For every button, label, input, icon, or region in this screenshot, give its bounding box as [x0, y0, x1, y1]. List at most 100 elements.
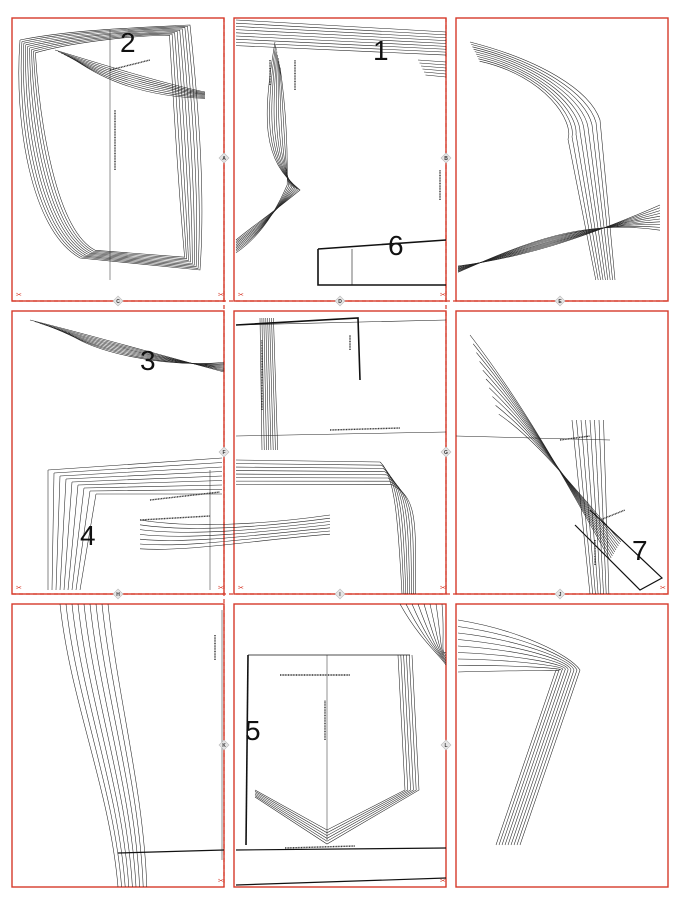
piece-1-line-2	[235, 26, 447, 244]
construction-note-9	[599, 509, 626, 521]
piece-4-line-0	[47, 457, 223, 590]
alignment-mark-label: C	[116, 299, 120, 305]
diamond-icon	[440, 152, 452, 164]
construction-note-0	[109, 59, 151, 71]
piece-4-line-3	[59, 471, 223, 591]
piece-5-line-3	[254, 654, 414, 839]
bottom-hem-left	[117, 849, 225, 854]
piece-2-inner-4	[66, 55, 206, 96]
piece-1-line-0	[235, 19, 447, 241]
diamond-icon	[334, 588, 346, 600]
piece-3-line-0	[29, 319, 225, 373]
alignment-mark-label: L	[444, 743, 447, 749]
piece-4-line-2	[55, 466, 223, 591]
grain-lines	[109, 30, 611, 860]
piece-1-corner-4	[423, 71, 447, 75]
scissors-icon: ✂	[238, 585, 244, 592]
scissors-icon: ✂	[218, 585, 224, 592]
piece-r3c2-top-7	[441, 603, 447, 653]
construction-note-15	[559, 435, 591, 441]
piece-r2c2-line-2	[235, 317, 407, 595]
piece-number-5: 5	[245, 715, 261, 746]
piece-1-corner-5	[425, 74, 447, 78]
alignment-mark-label: J	[559, 592, 562, 598]
piece-1-corner-2	[420, 65, 447, 69]
piece-4-line-6	[71, 484, 223, 591]
piece-2-line-6	[31, 32, 189, 261]
piece-r1c3-line-7	[478, 58, 599, 281]
piece-r1c3-bottom-8	[457, 226, 661, 272]
piece-7-line-2	[476, 352, 613, 557]
alignment-mark-B: B	[440, 152, 452, 164]
scissors-icon: ✂	[218, 878, 224, 885]
alignment-mark-A: A	[218, 152, 230, 164]
alignment-marks: A B C D E F G H I J K L	[112, 152, 566, 751]
piece-5-line-0	[254, 654, 406, 831]
piece-2-inner-3	[63, 54, 206, 95]
piece-r2c3-vert-6	[598, 419, 607, 595]
piece-r3c2-top-5	[429, 603, 447, 657]
piece-2-line-5	[29, 31, 191, 263]
piece-r2c3-vert-5	[594, 419, 604, 595]
piece-r2c2-line-4	[235, 317, 410, 595]
page-frame-r1c3	[455, 17, 669, 302]
piece-4-inner-3	[139, 524, 331, 537]
alignment-mark-L: L	[440, 739, 452, 751]
piece-r3c3-line-4	[457, 645, 569, 846]
piece-r3c3-line-1	[457, 626, 578, 846]
piece-r3c1-line-4	[83, 603, 133, 888]
piece-r1c3-line-6	[477, 56, 601, 281]
piece-r2c2-line-3	[235, 317, 409, 595]
piece-r2c2-line-1	[235, 317, 405, 595]
piece-r3c1-line-8	[107, 603, 148, 888]
piece-5-line-4	[254, 654, 417, 842]
scissors-icon: ✂	[218, 292, 224, 299]
piece-3-line-4	[49, 326, 225, 368]
alignment-mark-D: D	[334, 295, 346, 307]
diamond-icon	[440, 739, 452, 751]
alignment-mark-I: I	[334, 588, 346, 600]
page-frame-r3c2	[233, 603, 447, 888]
alignment-mark-label: A	[222, 156, 226, 162]
piece-number-7: 7	[632, 535, 648, 566]
piece-r3c3-line-0	[457, 619, 581, 846]
alignment-mark-G: G	[440, 446, 452, 458]
alignment-mark-F: F	[218, 446, 230, 458]
piece-r2c2-line-5	[235, 317, 412, 595]
piece-6-outline	[317, 239, 447, 286]
bottom-hem-mid	[235, 847, 447, 851]
alignment-mark-J: J	[554, 588, 566, 600]
piece-5-line-1	[254, 654, 409, 834]
alignment-mark-label: E	[558, 299, 562, 305]
piece-1-line-5	[235, 35, 447, 249]
piece-7-line-9	[498, 413, 622, 543]
piece-1-line-3	[235, 29, 447, 246]
grain-line-mid	[235, 431, 447, 437]
scissors-icon: ✂	[440, 878, 446, 885]
piece-r2c2-line-0	[235, 317, 403, 595]
piece-r1c3-bottom-6	[457, 221, 661, 271]
diamond-icon	[218, 739, 230, 751]
piece-number-3: 3	[140, 345, 156, 376]
piece-2-line-4	[27, 29, 193, 264]
piece-7-line-1	[472, 343, 612, 559]
piece-r2c2-top	[235, 319, 447, 326]
scissors-icon: ✂	[440, 292, 446, 299]
alignment-mark-label: K	[222, 743, 226, 749]
piece-r3c1-line-3	[77, 603, 130, 888]
construction-note-5	[149, 491, 221, 501]
piece-r3c3-line-8	[457, 669, 559, 846]
piece-1-line-1	[235, 22, 447, 242]
piece-2-inner-7	[75, 60, 206, 99]
piece-4-line-8	[79, 493, 222, 591]
piece-r3c1-line-7	[101, 603, 144, 888]
piece-number-1: 1	[373, 35, 389, 66]
alignment-mark-label: H	[116, 592, 120, 598]
piece-7-edge	[574, 509, 664, 591]
scissors-icon: ✂	[440, 585, 446, 592]
piece-2-inner-2	[60, 52, 206, 95]
alignment-mark-E: E	[554, 295, 566, 307]
piece-1-corner-0	[417, 59, 447, 63]
piece-r1c3-line-4	[474, 51, 606, 281]
